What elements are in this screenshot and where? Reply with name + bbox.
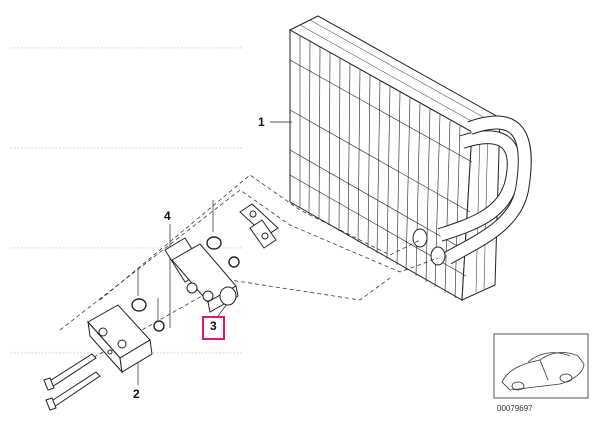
svg-text:▪▪▪▪▪▪▪▪▪▪▪▪▪▪▪▪▪▪▪▪▪▪▪▪▪▪▪▪▪▪: ▪▪▪▪▪▪▪▪▪▪▪▪▪▪▪▪▪▪▪▪▪▪▪▪▪▪▪▪▪▪▪▪▪▪▪▪▪▪▪▪… xyxy=(10,245,243,252)
expansion-valve-icon xyxy=(164,237,239,313)
svg-text:▪▪▪▪▪▪▪▪▪▪▪▪▪▪▪▪▪▪▪▪▪▪▪▪▪▪▪▪▪▪: ▪▪▪▪▪▪▪▪▪▪▪▪▪▪▪▪▪▪▪▪▪▪▪▪▪▪▪▪▪▪▪▪▪▪▪▪▪▪▪▪… xyxy=(10,145,243,152)
callout-labels: 1 2 3 4 xyxy=(133,115,265,401)
callout-3-highlight xyxy=(202,316,225,340)
reference-code: 00079697 xyxy=(497,404,533,413)
callout-1: 1 xyxy=(258,115,265,129)
vehicle-thumbnail-icon[interactable] xyxy=(493,333,589,399)
callout-3: 3 xyxy=(210,319,217,333)
evaporator-icon xyxy=(288,15,502,301)
o-ring-icon xyxy=(131,236,240,332)
bolt-icon xyxy=(43,353,101,411)
refrigerant-pipes xyxy=(412,115,532,266)
seal-plate-icon xyxy=(239,203,279,249)
svg-text:▪▪▪▪▪▪▪▪▪▪▪▪▪▪▪▪▪▪▪▪▪▪▪▪▪▪▪▪▪▪: ▪▪▪▪▪▪▪▪▪▪▪▪▪▪▪▪▪▪▪▪▪▪▪▪▪▪▪▪▪▪▪▪▪▪▪▪▪▪▪▪… xyxy=(10,45,243,52)
callout-2: 2 xyxy=(133,387,140,401)
watermark: ▪▪▪▪▪▪▪▪▪▪▪▪▪▪▪▪▪▪▪▪▪▪▪▪▪▪▪▪▪▪▪▪▪▪▪▪▪▪▪▪… xyxy=(10,45,243,357)
flange-plate-icon xyxy=(87,304,153,374)
callout-4: 4 xyxy=(164,209,171,223)
